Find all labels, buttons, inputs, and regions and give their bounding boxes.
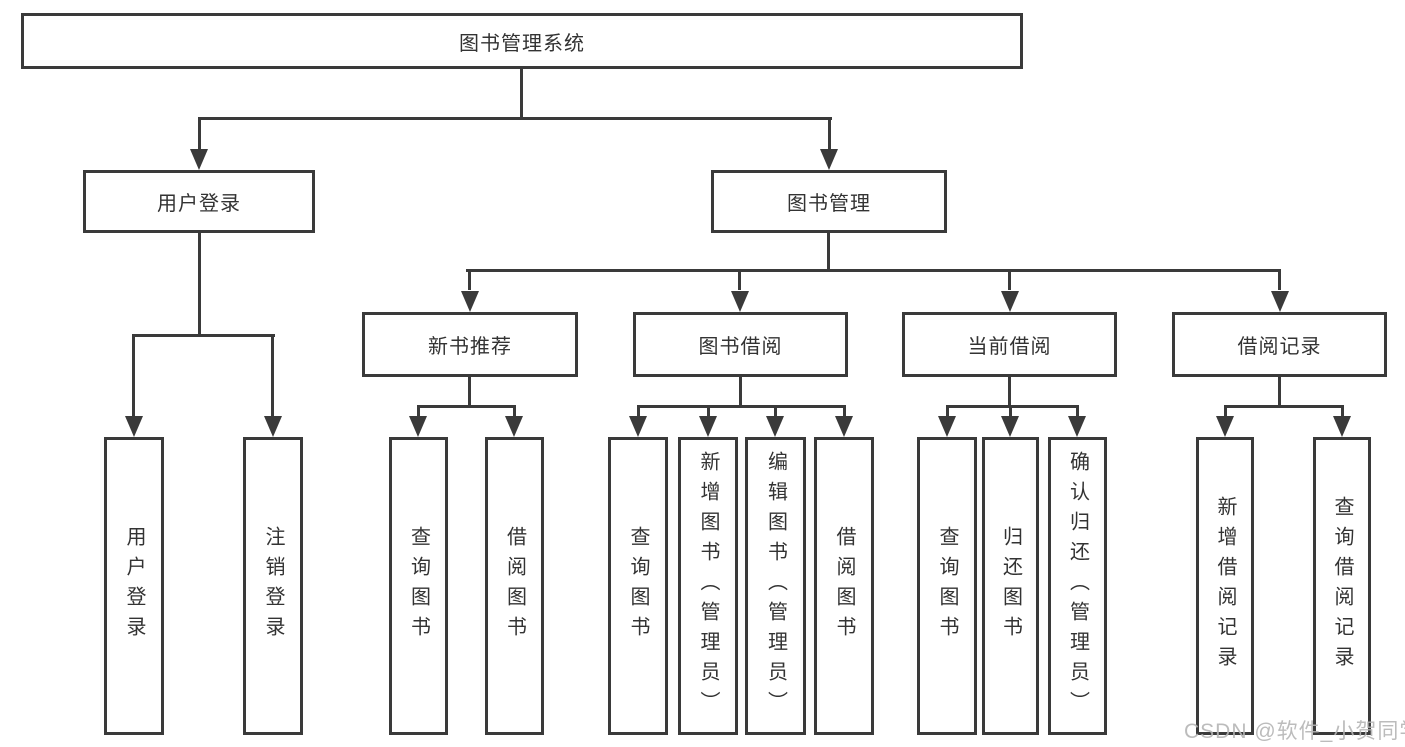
arrow-head [1216,416,1234,437]
connector-line [513,405,516,417]
arrow-head [699,416,717,437]
leaf-add-borrow-record-label: 新增借阅记录 [1214,496,1236,676]
leaf-query-books-current-label: 查询图书 [936,526,958,646]
connector-line [1076,405,1079,417]
connector-line [198,117,201,150]
connector-line [946,405,949,417]
leaf-edit-book-admin-label: 编辑图书（管理员） [764,451,787,721]
connector-line [271,334,274,416]
connector-line [520,68,523,118]
connector-line [738,269,741,290]
connector-line [707,405,710,417]
leaf-borrow-books-recommend: 借阅图书 [485,437,544,735]
arrow-head [938,416,956,437]
node-current-borrow-label: 当前借阅 [967,336,1052,358]
leaf-logout: 注销登录 [243,437,303,735]
node-new-book-recommend-label: 新书推荐 [428,336,512,358]
connector-line [827,233,830,270]
connector-line [637,405,845,408]
leaf-logout-label: 注销登录 [262,526,284,646]
connector-line [198,117,832,120]
node-root: 图书管理系统 [21,13,1023,69]
connector-line [417,405,420,417]
connector-line [466,269,1281,272]
connector-line [1008,376,1011,408]
leaf-borrow-books: 借阅图书 [814,437,874,735]
connector-line [198,233,201,335]
connector-line [828,117,831,150]
leaf-add-book-admin: 新增图书（管理员） [678,437,738,735]
leaf-confirm-return-admin-label: 确认归还（管理员） [1066,451,1089,721]
leaf-edit-book-admin: 编辑图书（管理员） [745,437,806,735]
node-book-management: 图书管理 [711,170,947,233]
leaf-return-book: 归还图书 [982,437,1039,735]
watermark-text: CSDN @软件_小贺同学 [1184,720,1405,743]
arrow-head [461,291,479,312]
arrow-head [264,416,282,437]
leaf-user-login: 用户登录 [104,437,164,735]
leaf-query-borrow-record: 查询借阅记录 [1313,437,1371,735]
connector-line [637,405,640,417]
arrow-head [629,416,647,437]
leaf-borrow-books-recommend-label: 借阅图书 [503,526,526,646]
leaf-query-books-recommend: 查询图书 [389,437,448,735]
node-user-login: 用户登录 [83,170,315,233]
leaf-borrow-books-label: 借阅图书 [833,526,855,646]
arrow-head [1001,416,1019,437]
arrow-head [190,149,208,170]
connector-line [1278,269,1281,290]
connector-line [1224,405,1343,408]
node-book-borrow-label: 图书借阅 [698,336,783,358]
arrow-head [505,416,523,437]
connector-line [468,269,471,290]
arrow-head [409,416,427,437]
connector-line [1224,405,1227,417]
arrow-head [835,416,853,437]
leaf-query-books-recommend-label: 查询图书 [407,526,430,646]
connector-line [774,405,777,417]
arrow-head [1271,291,1289,312]
connector-line [417,405,516,408]
leaf-query-books-current: 查询图书 [917,437,977,735]
node-new-book-recommend: 新书推荐 [362,312,578,377]
node-borrow-records-label: 借阅记录 [1237,336,1322,358]
connector-line [739,376,742,408]
arrow-head [820,149,838,170]
arrow-head [1068,416,1086,437]
node-book-management-label: 图书管理 [787,193,871,215]
connector-line [1341,405,1344,417]
node-borrow-records: 借阅记录 [1172,312,1387,377]
connector-line [1278,376,1281,408]
leaf-confirm-return-admin: 确认归还（管理员） [1048,437,1107,735]
arrow-head [125,416,143,437]
connector-line [468,376,471,408]
connector-line [946,405,1079,408]
node-root-label: 图书管理系统 [459,32,585,55]
connector-line [132,334,275,337]
connector-line [1008,269,1011,290]
arrow-head [731,291,749,312]
connector-line [843,405,846,417]
node-current-borrow: 当前借阅 [902,312,1117,377]
arrow-head [766,416,784,437]
connector-line [132,334,135,416]
leaf-add-borrow-record: 新增借阅记录 [1196,437,1254,735]
leaf-query-books-borrow-label: 查询图书 [627,526,649,646]
connector-line [1009,405,1012,417]
leaf-query-books-borrow: 查询图书 [608,437,668,735]
node-book-borrow: 图书借阅 [633,312,848,377]
leaf-add-book-admin-label: 新增图书（管理员） [697,451,719,721]
arrow-head [1001,291,1019,312]
arrow-head [1333,416,1351,437]
leaf-user-login-label: 用户登录 [123,526,145,646]
node-user-login-label: 用户登录 [157,193,241,215]
leaf-query-borrow-record-label: 查询借阅记录 [1331,496,1353,676]
leaf-return-book-label: 归还图书 [999,526,1022,646]
